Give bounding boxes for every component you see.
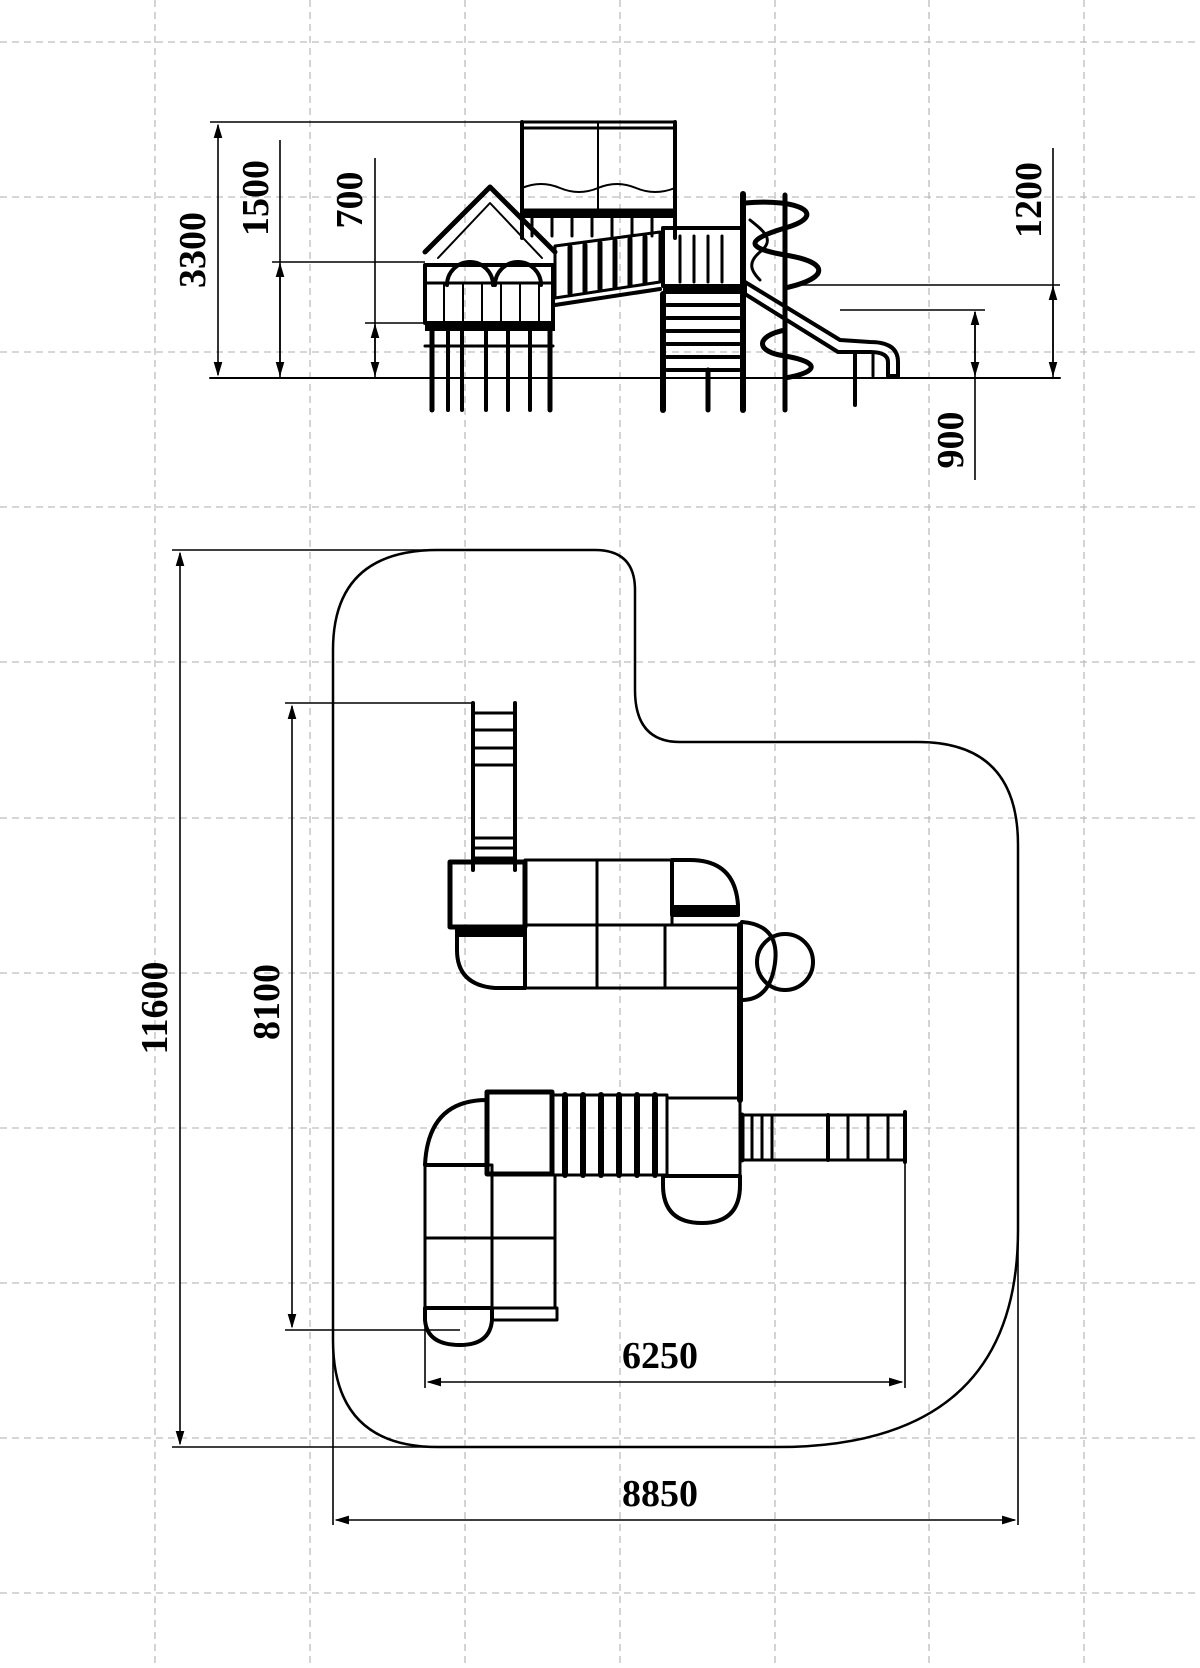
upper-platforms: [447, 858, 815, 1103]
side-slide: [738, 1110, 907, 1164]
dim-platform-height: 700: [329, 172, 371, 229]
dim-zone-width: 8850: [622, 1473, 698, 1515]
ladder-tower: [660, 191, 746, 413]
elevation-view: 3300 1500 700 1200 900: [172, 120, 1061, 480]
roof-house: [422, 184, 558, 413]
dim-equipment-length: 8100: [246, 964, 288, 1040]
dim-total-height: 3300: [172, 212, 214, 288]
dim-zone-length: 11600: [134, 962, 176, 1055]
top-ladder: [471, 701, 517, 872]
safety-zone-outline: [331, 548, 1020, 1449]
dim-slide-exit: 900: [930, 412, 972, 469]
spiral-slide: [742, 192, 900, 413]
dim-tower-roof: 1500: [235, 160, 277, 236]
dim-slide-height: 1200: [1008, 162, 1050, 238]
lower-platforms: [423, 1089, 742, 1347]
dim-equipment-width: 6250: [622, 1335, 698, 1377]
plan-view: 11600 8100 6250 8850: [134, 548, 1020, 1525]
bridge: [553, 230, 662, 307]
tower-panels: [520, 120, 677, 240]
